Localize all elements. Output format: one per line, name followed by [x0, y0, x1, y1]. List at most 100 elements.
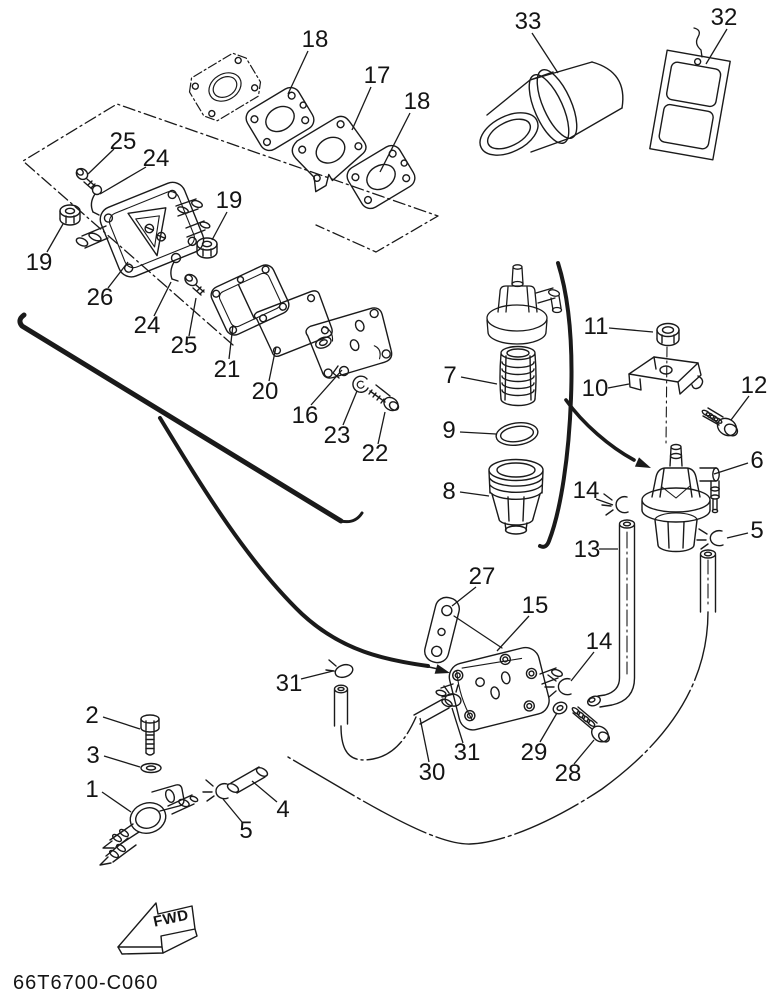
part-callout-30: 30 [419, 759, 446, 786]
part-callout-9: 9 [442, 417, 455, 444]
part-callout-18: 18 [404, 88, 431, 115]
part-callout-4: 4 [276, 796, 289, 823]
part-callout-22: 22 [362, 440, 389, 467]
callout-leader-33 [531, 32, 559, 74]
fuel-filter-element-7 [499, 345, 537, 407]
part-callout-10: 10 [582, 375, 609, 402]
clip-24-lower [170, 252, 182, 282]
callout-leader-25 [87, 148, 115, 175]
part-callout-21: 21 [214, 356, 241, 383]
callout-leader-15 [496, 615, 530, 652]
callout-leader-9 [459, 431, 497, 435]
callout-leader-3 [103, 755, 141, 768]
assembly-flow-arrow-right [564, 398, 651, 468]
callout-leader-16 [310, 369, 343, 406]
part-callout-6: 6 [750, 447, 763, 474]
callout-leader-22 [377, 411, 386, 445]
callout-leader-11 [608, 327, 654, 333]
callout-leader-7 [460, 376, 498, 385]
gasket-18-right [346, 144, 416, 210]
callout-leader-5 [726, 532, 749, 539]
part-callout-11: 11 [584, 313, 609, 340]
part-callout-14: 14 [573, 477, 600, 504]
callout-leader-18 [287, 50, 309, 95]
callout-leader-14 [595, 498, 614, 506]
bolt-28 [571, 706, 611, 743]
part-callout-23: 23 [324, 422, 351, 449]
fuel-joint-connector-1 [99, 784, 199, 866]
fuel-hose-13 [587, 519, 636, 708]
part-callout-24: 24 [143, 145, 170, 172]
diagram-part-code: 66T6700-C060 [13, 972, 158, 994]
assembly-flow-arrow-left [17, 312, 450, 674]
part-callout-20: 20 [252, 378, 279, 405]
callout-leader-8 [459, 491, 490, 497]
air-silencer-33 [479, 61, 624, 156]
part-callout-16: 16 [292, 402, 319, 429]
callout-leader-28 [573, 739, 595, 765]
phantom-boundary-line [22, 103, 439, 346]
part-callout-7: 7 [443, 362, 456, 389]
callout-leader-19 [46, 223, 64, 253]
part-callout-8: 8 [442, 478, 455, 505]
nut-19-right [196, 237, 218, 259]
mount-bracket-10 [628, 356, 704, 395]
part-callout-24: 24 [134, 312, 161, 339]
callout-leader-23 [342, 390, 358, 426]
fwd-direction-arrow [117, 902, 198, 955]
part-callout-14: 14 [586, 628, 613, 655]
tag-hook-wire [693, 27, 703, 58]
part-callout-3: 3 [86, 742, 99, 769]
callout-leader-17 [351, 86, 372, 131]
part-callout-13: 13 [574, 536, 601, 563]
callout-leader-32 [705, 28, 728, 65]
filter-head-phantom [486, 264, 563, 345]
filter-centerline [665, 346, 668, 446]
callout-leader-30 [419, 717, 430, 763]
hose-clip-14-lower [544, 674, 572, 698]
gasket-27-assembly-line [453, 615, 503, 649]
part-callout-28: 28 [555, 760, 582, 787]
hose-clip-5-right [696, 528, 724, 550]
part-callout-5: 5 [750, 517, 763, 544]
callout-leader-31 [300, 670, 334, 680]
part-callout-25: 25 [110, 128, 137, 155]
hose-clip-14-upper [601, 493, 629, 516]
screw-25-upper [75, 167, 96, 190]
callout-leader-4 [251, 780, 278, 803]
part-callout-25: 25 [171, 332, 198, 359]
callout-leader-14 [570, 651, 595, 682]
part-callout-26: 26 [87, 284, 114, 311]
part-callout-18: 18 [302, 26, 329, 53]
bolt-2 [140, 714, 160, 756]
part-callout-29: 29 [521, 739, 548, 766]
bolt-12 [701, 407, 739, 437]
gasket-27 [424, 596, 460, 664]
callout-leader-21 [228, 324, 234, 360]
callout-leader-26 [107, 261, 129, 289]
fuel-pump-assembly-15 [435, 646, 563, 731]
part-callout-2: 2 [85, 702, 98, 729]
gasket-17 [291, 115, 367, 193]
part-callout-31: 31 [454, 739, 481, 766]
callout-leader-18 [379, 112, 411, 173]
callout-leader-5 [222, 798, 243, 823]
callout-leader-6 [713, 462, 749, 475]
callout-leader-10 [607, 383, 630, 389]
washer-3 [140, 762, 162, 774]
hose-clip-5-left [202, 779, 229, 802]
part-callout-32: 32 [711, 4, 738, 31]
callout-leader-19 [211, 211, 228, 241]
callout-leader-2 [102, 716, 141, 730]
fuel-hose-long [287, 549, 717, 845]
callout-leader-20 [268, 346, 277, 382]
label-sheet-32 [649, 27, 731, 161]
part-callout-15: 15 [522, 592, 549, 619]
fuel-hose-4 [226, 766, 269, 794]
part-callout-12: 12 [741, 372, 768, 399]
callout-leader-27 [451, 586, 477, 607]
